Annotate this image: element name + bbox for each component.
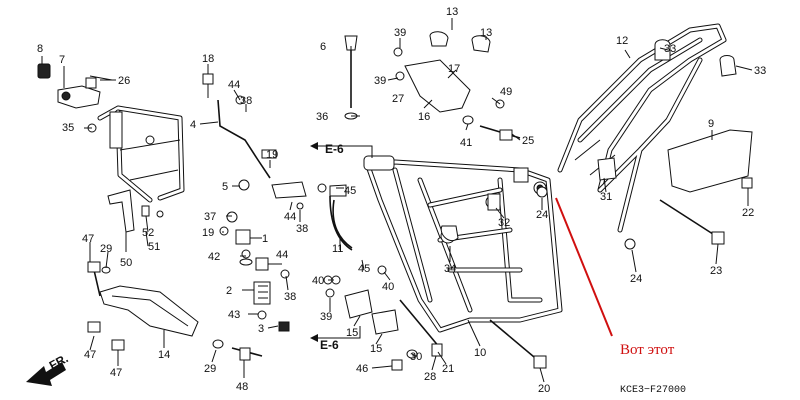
callout-number: 43 (228, 309, 240, 321)
rear-subframe-drawing (557, 23, 737, 233)
callout-number: 17 (448, 63, 460, 75)
callout-number: 18 (202, 53, 214, 65)
callout-number: 39 (394, 27, 406, 39)
callout-number: 15 (370, 343, 382, 355)
callout-number: 35 (62, 122, 74, 134)
callout-number: 7 (59, 54, 65, 66)
callout-number: 37 (204, 211, 216, 223)
callout-number: 28 (424, 371, 436, 383)
callout-number: 47 (84, 349, 96, 361)
callout-number: 6 (320, 41, 326, 53)
callout-number: 32 (498, 217, 510, 229)
callout-number: 12 (616, 35, 628, 47)
callout-number: 24 (536, 209, 548, 221)
bracket-parts-7-8 (37, 63, 113, 133)
diagram-code: KCE3−F27000 (620, 385, 686, 396)
front-direction-indicator: FR. (26, 351, 70, 386)
callout-number: 51 (148, 241, 160, 253)
side-cover-plate (667, 129, 753, 193)
callout-number: 41 (460, 137, 472, 149)
callout-number: 8 (37, 43, 43, 55)
callout-number: 2 (226, 285, 232, 297)
callout-number: 13 (446, 6, 458, 18)
callout-number: 29 (100, 243, 112, 255)
callout-number: 4 (190, 119, 196, 131)
callout-number: 40 (312, 275, 324, 287)
callout-number: 11 (332, 243, 343, 255)
section-ref-label: E-6 (320, 338, 339, 352)
callout-number: 9 (708, 118, 714, 130)
callout-number: 38 (240, 95, 252, 107)
callout-number: 14 (158, 349, 170, 361)
annotation-text: Вот этот (620, 342, 675, 358)
callout-number: 19 (266, 149, 278, 161)
callout-number: 20 (538, 383, 550, 395)
callout-number: 15 (346, 327, 358, 339)
callout-number: 16 (418, 111, 430, 123)
leader-lines (41, 18, 753, 383)
callout-number: 33 (664, 43, 676, 55)
callout-number: 33 (754, 65, 766, 77)
callout-number: 26 (118, 75, 130, 87)
callout-number: 23 (710, 265, 722, 277)
callout-number: 1 (262, 233, 268, 245)
callout-number: 42 (208, 251, 220, 263)
section-ref-label: E-6 (325, 142, 344, 156)
callout-number: 38 (296, 223, 308, 235)
callout-number: 3 (258, 323, 264, 335)
callout-number: 25 (522, 135, 534, 147)
callout-number: 19 (202, 227, 214, 239)
callout-number: 34 (444, 263, 456, 275)
hardware-parts (87, 31, 753, 371)
callout-number: 47 (82, 233, 94, 245)
callout-number: 47 (110, 367, 122, 379)
callout-number: 5 (222, 181, 228, 193)
callout-number: 44 (276, 249, 288, 261)
callout-number: 10 (474, 347, 486, 359)
annotation-pointer-line (555, 197, 613, 337)
callout-number: 48 (236, 381, 248, 393)
section-reference-arrows: E-6 E-6 (310, 142, 373, 352)
callout-number: 44 (228, 79, 240, 91)
callout-number: 50 (120, 257, 132, 269)
callout-number: 52 (142, 227, 154, 239)
callout-numbers: 8 7 26 35 18 44 38 4 6 36 39 39 13 13 17… (37, 6, 766, 395)
callout-number: 29 (204, 363, 216, 375)
callout-number: 36 (316, 111, 328, 123)
callout-number: 22 (742, 207, 754, 219)
callout-number: 21 (442, 363, 454, 375)
callout-number: 49 (500, 86, 512, 98)
callout-number: 39 (320, 311, 332, 323)
callout-number: 38 (284, 291, 296, 303)
callout-number: 27 (392, 93, 404, 105)
callout-number: 13 (480, 27, 492, 39)
main-frame-drawing (329, 155, 563, 333)
callout-number: 39 (374, 75, 386, 87)
callout-number: 45 (358, 263, 370, 275)
subframe-drawing (97, 105, 185, 203)
callout-number: 44 (284, 211, 296, 223)
callout-number: 40 (382, 281, 394, 293)
callout-number: 45 (344, 185, 356, 197)
callout-number: 24 (630, 273, 642, 285)
callout-number: 31 (600, 191, 612, 203)
callout-number: 30 (410, 351, 422, 363)
callout-number: 46 (356, 363, 368, 375)
